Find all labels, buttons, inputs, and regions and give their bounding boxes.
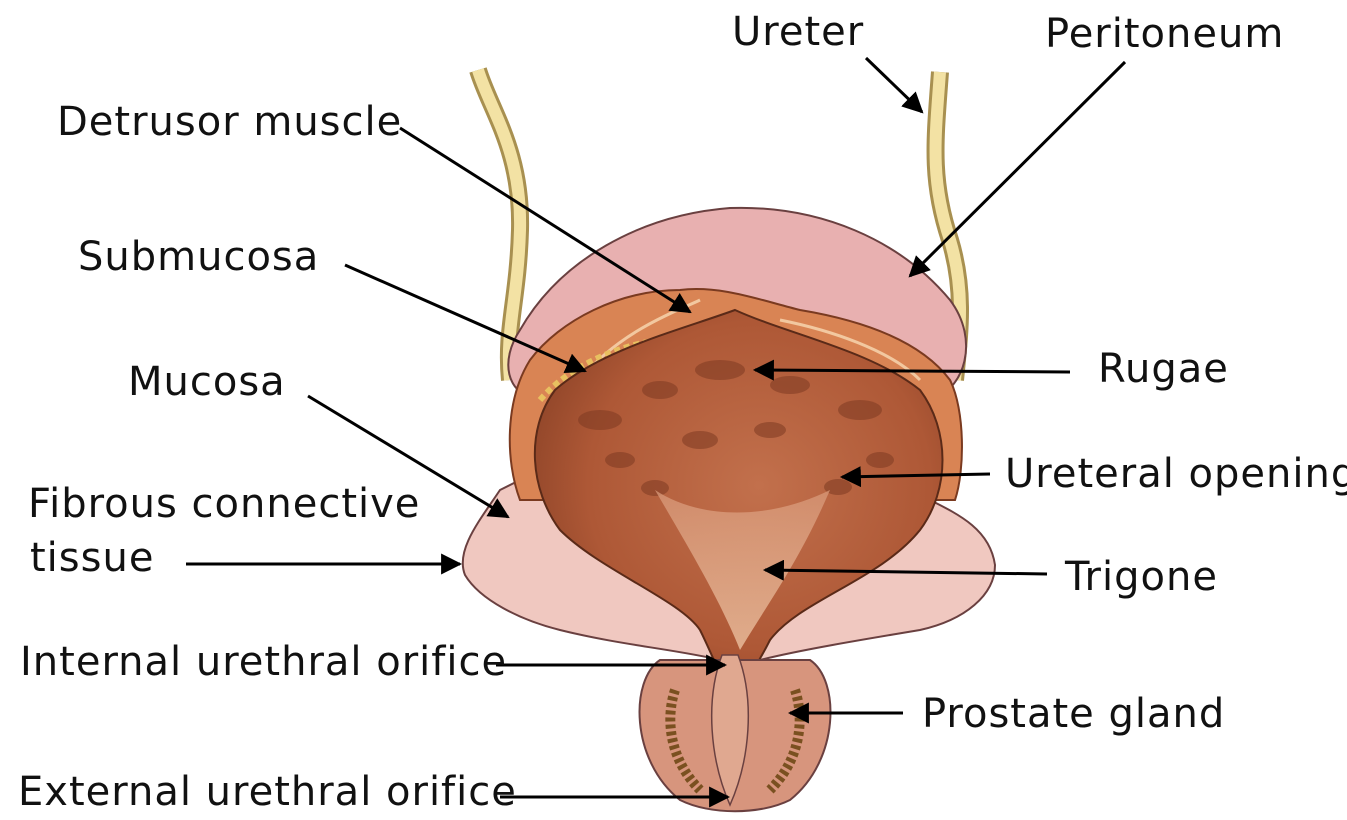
label-prostate-gland: Prostate gland (922, 692, 1225, 736)
label-ureteral-opening: Ureteral opening (1005, 452, 1347, 496)
ureter-leader (866, 58, 922, 112)
label-rugae: Rugae (1098, 347, 1229, 391)
label-ureter: Ureter (732, 10, 864, 54)
label-mucosa: Mucosa (128, 360, 286, 404)
label-peritoneum: Peritoneum (1045, 12, 1284, 56)
label-fibrous-tissue: tissue (30, 536, 154, 580)
label-submucosa: Submucosa (78, 235, 319, 279)
label-external-urethral-orifice: External urethral orifice (18, 770, 517, 814)
label-internal-urethral-orifice: Internal urethral orifice (20, 640, 507, 684)
rugae-leader (755, 370, 1070, 372)
label-fibrous-connective: Fibrous connective (28, 482, 420, 526)
detrusor-leader (400, 128, 690, 312)
label-detrusor-muscle: Detrusor muscle (57, 100, 402, 144)
label-trigone: Trigone (1065, 555, 1218, 599)
